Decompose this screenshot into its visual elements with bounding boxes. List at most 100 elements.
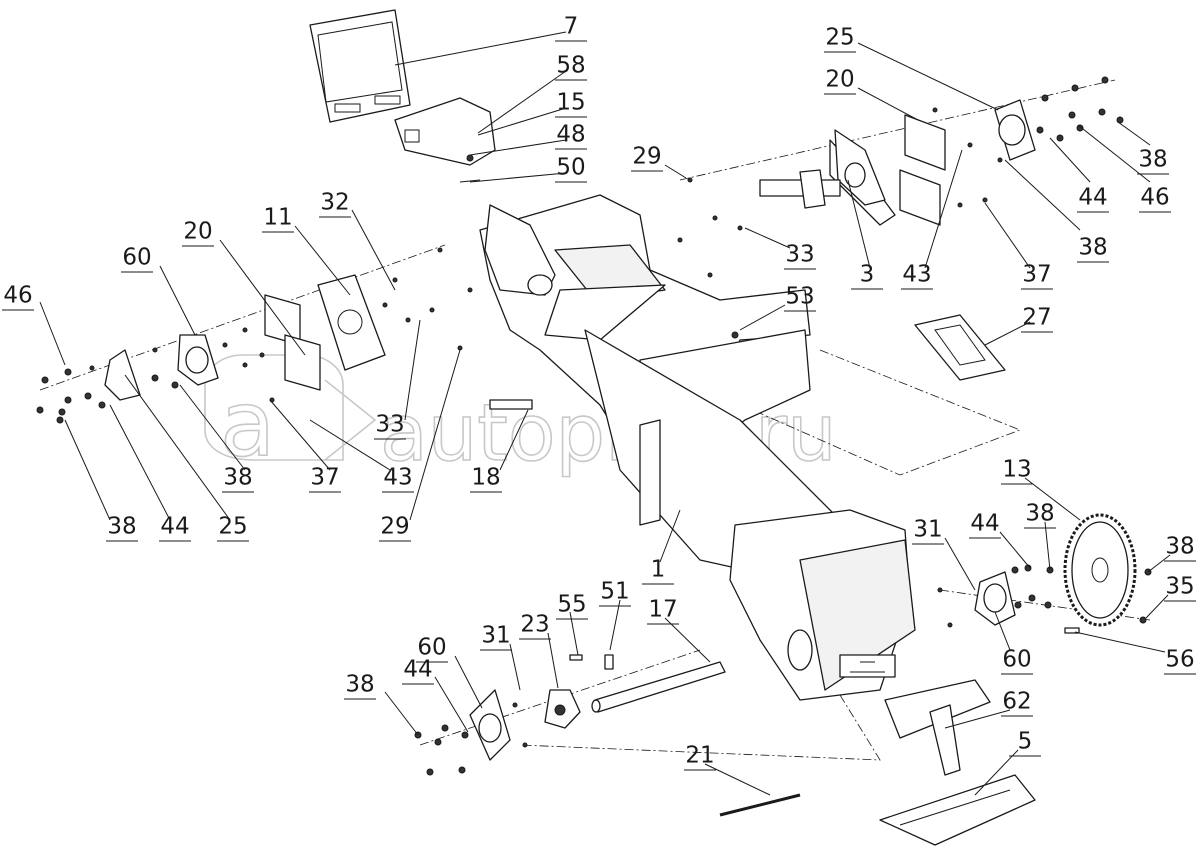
part-20-plates-right	[899, 114, 946, 226]
part-13-sprocket	[1063, 513, 1137, 627]
callout-18: 18	[470, 409, 529, 493]
callout-label: 44	[970, 511, 999, 537]
callout-60: 60	[121, 245, 196, 336]
part-62-tray	[884, 679, 991, 776]
callout-label: 1	[651, 557, 666, 583]
leader-line	[219, 239, 306, 356]
leader-line	[1044, 521, 1051, 571]
watermark-logo-letter: a	[220, 372, 275, 477]
callout-label: 38	[1078, 235, 1107, 261]
leader-line	[974, 749, 1019, 796]
callout-label: 37	[1022, 262, 1051, 288]
callout-60: 60	[416, 635, 483, 709]
callout-label: 18	[471, 465, 500, 491]
part-1-main-housing	[479, 194, 916, 701]
leader-line	[664, 617, 711, 663]
leader-line	[944, 537, 976, 591]
part-3-upper-shaft	[759, 129, 896, 226]
part-25-flange-right	[994, 99, 1036, 161]
leader-line	[454, 655, 483, 709]
leader-line	[409, 349, 461, 521]
callout-51: 51	[599, 579, 631, 651]
watermark-logo-icon: a	[204, 354, 377, 478]
callout-label: 60	[122, 245, 151, 271]
callout-29: 29	[631, 144, 687, 179]
callout-label: 3	[860, 262, 875, 288]
callout-46: 46	[1077, 124, 1171, 213]
callout-label: 55	[557, 592, 586, 618]
callout-label: 50	[556, 155, 585, 181]
part-17-lower-shaft	[591, 661, 726, 713]
callout-25: 25	[124, 374, 249, 542]
callout-44: 44	[1049, 137, 1109, 213]
callout-label: 56	[1165, 647, 1194, 673]
callout-label: 35	[1165, 574, 1194, 600]
leader-line	[159, 265, 196, 336]
part-21-rod	[719, 793, 801, 817]
leader-line	[384, 691, 419, 736]
leader-line	[609, 599, 621, 651]
leader-line	[469, 139, 567, 156]
leader-line	[984, 202, 1031, 269]
callout-38: 38	[1004, 159, 1109, 263]
callout-label: 21	[685, 743, 714, 769]
callout-43: 43	[901, 149, 963, 290]
leader-line	[477, 70, 567, 134]
callout-label: 13	[1002, 457, 1031, 483]
leader-line	[994, 611, 1011, 651]
leader-line	[547, 632, 559, 689]
callout-60: 60	[994, 611, 1033, 675]
callout-37: 37	[269, 399, 341, 493]
leader-line	[944, 709, 1011, 729]
callout-29: 29	[379, 349, 461, 542]
callout-33: 33	[744, 227, 816, 270]
callout-label: 11	[263, 205, 292, 231]
callout-55: 55	[556, 592, 588, 656]
callout-7: 7	[394, 14, 587, 66]
callout-label: 38	[1025, 501, 1054, 527]
callout-58: 58	[477, 53, 587, 134]
callout-label: 60	[417, 635, 446, 661]
callout-44: 44	[109, 404, 191, 542]
leader-line	[857, 87, 919, 121]
callout-label: 29	[632, 144, 661, 170]
leader-line	[1117, 121, 1151, 146]
callout-label: 38	[345, 672, 374, 698]
leader-line	[1074, 631, 1166, 653]
leader-line	[509, 643, 521, 691]
leader-line	[1145, 594, 1169, 619]
part-58-bracket	[394, 97, 496, 183]
callout-label: 31	[913, 517, 942, 543]
callout-31: 31	[912, 517, 976, 591]
callout-label: 33	[785, 242, 814, 268]
leader-line	[664, 164, 687, 179]
part-20-plates-left	[264, 294, 321, 391]
callout-label: 51	[600, 579, 629, 605]
leader-line	[704, 763, 771, 796]
part-60-bearing-left	[177, 334, 219, 386]
leader-line	[1077, 124, 1151, 183]
part-7-cover-panel	[309, 9, 411, 123]
callout-33: 33	[374, 319, 421, 440]
leader-line	[309, 419, 391, 471]
part-27-slide-plate	[914, 314, 1006, 381]
callout-label: 46	[3, 283, 32, 309]
callout-label: 32	[320, 190, 349, 216]
callout-label: 23	[520, 612, 549, 638]
callout-label: 38	[1138, 147, 1167, 173]
callout-label: 62	[1002, 689, 1031, 715]
leader-line	[109, 404, 171, 521]
callout-label: 60	[1002, 647, 1031, 673]
leader-line	[1049, 137, 1091, 183]
callout-label: 38	[107, 514, 136, 540]
leader-line	[179, 384, 246, 471]
callout-11: 11	[262, 205, 351, 296]
callout-43: 43	[309, 419, 414, 493]
callout-20: 20	[182, 219, 306, 356]
leader-line	[569, 611, 579, 656]
callout-label: 44	[403, 657, 432, 683]
leader-line	[434, 676, 469, 733]
callout-label: 20	[825, 67, 854, 93]
callout-label: 38	[223, 465, 252, 491]
callout-20: 20	[824, 67, 919, 121]
